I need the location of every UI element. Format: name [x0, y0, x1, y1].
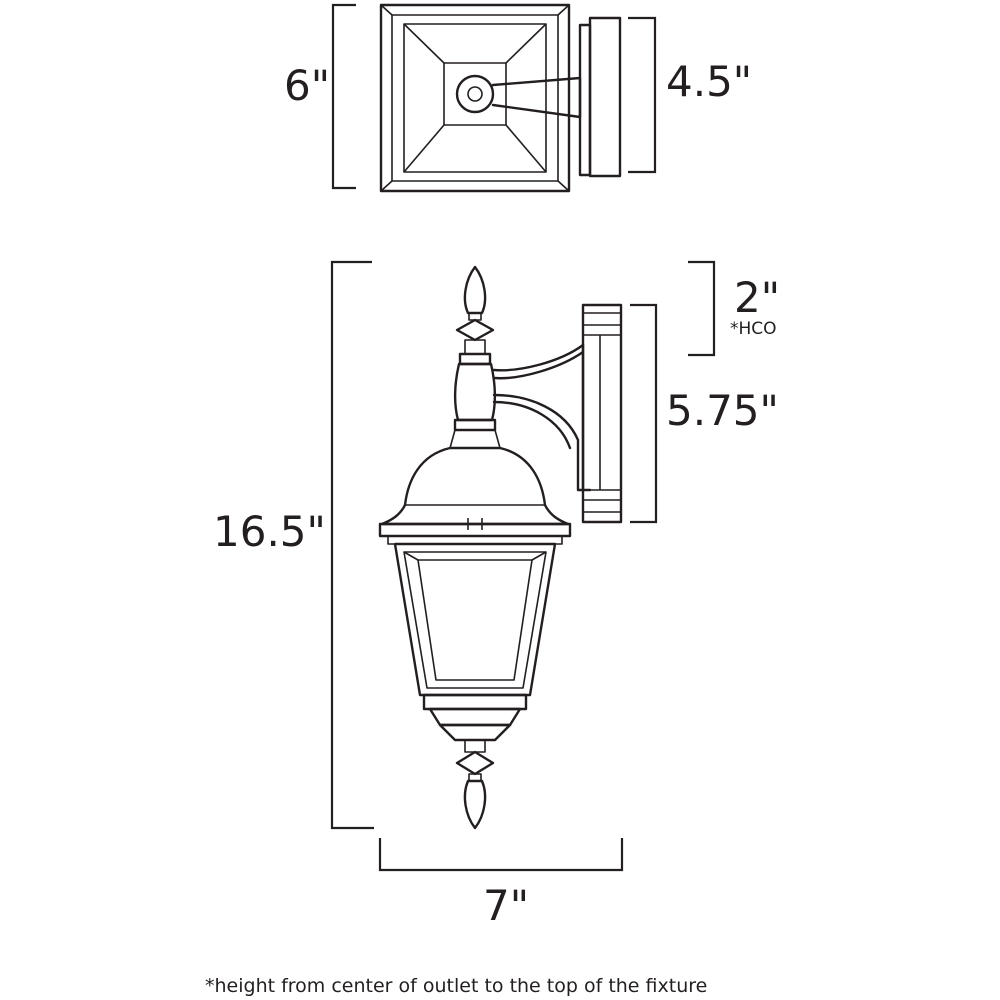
side-view-arm-and-backplate — [492, 303, 623, 524]
label-hco: 2" — [734, 273, 780, 322]
dim-line-backplate-height — [630, 303, 658, 524]
top-view-backplate — [588, 16, 622, 178]
dim-line-hco — [688, 260, 716, 357]
footnote: *height from center of outlet to the top… — [205, 975, 707, 997]
label-backplate-height: 5.75" — [666, 386, 779, 435]
lantern-glass-panel — [417, 559, 533, 681]
top-view-inner-square — [391, 14, 559, 182]
arm-bottom-curve — [492, 393, 592, 492]
arm-top-curve — [492, 343, 585, 372]
top-view — [379, 3, 622, 193]
dim-line-backplate-width — [628, 16, 657, 174]
top-view-outer-square — [379, 3, 571, 193]
label-width: 7" — [483, 881, 529, 930]
lantern-stem — [453, 362, 497, 422]
bottom-finial — [463, 779, 487, 830]
top-view-finial-circle — [455, 74, 495, 114]
label-overall-height: 16.5" — [213, 507, 326, 556]
dim-line-width — [378, 838, 624, 872]
label-backplate-width: 4.5" — [666, 57, 752, 106]
lantern-housing — [393, 542, 557, 697]
lantern-cap-rim — [378, 522, 572, 538]
side-view-lantern — [378, 265, 572, 830]
top-view-backplate-edge — [578, 23, 592, 177]
top-view-roof-square — [403, 23, 547, 173]
lantern-cap — [380, 446, 570, 526]
dim-line-overall-height — [330, 260, 374, 830]
top-view-finial-square — [443, 62, 507, 126]
top-finial — [463, 265, 487, 315]
dim-line-top-depth — [331, 3, 356, 190]
label-top-depth: 6" — [284, 61, 330, 110]
side-backplate — [581, 303, 623, 524]
label-hco-note: *HCO — [730, 319, 777, 339]
